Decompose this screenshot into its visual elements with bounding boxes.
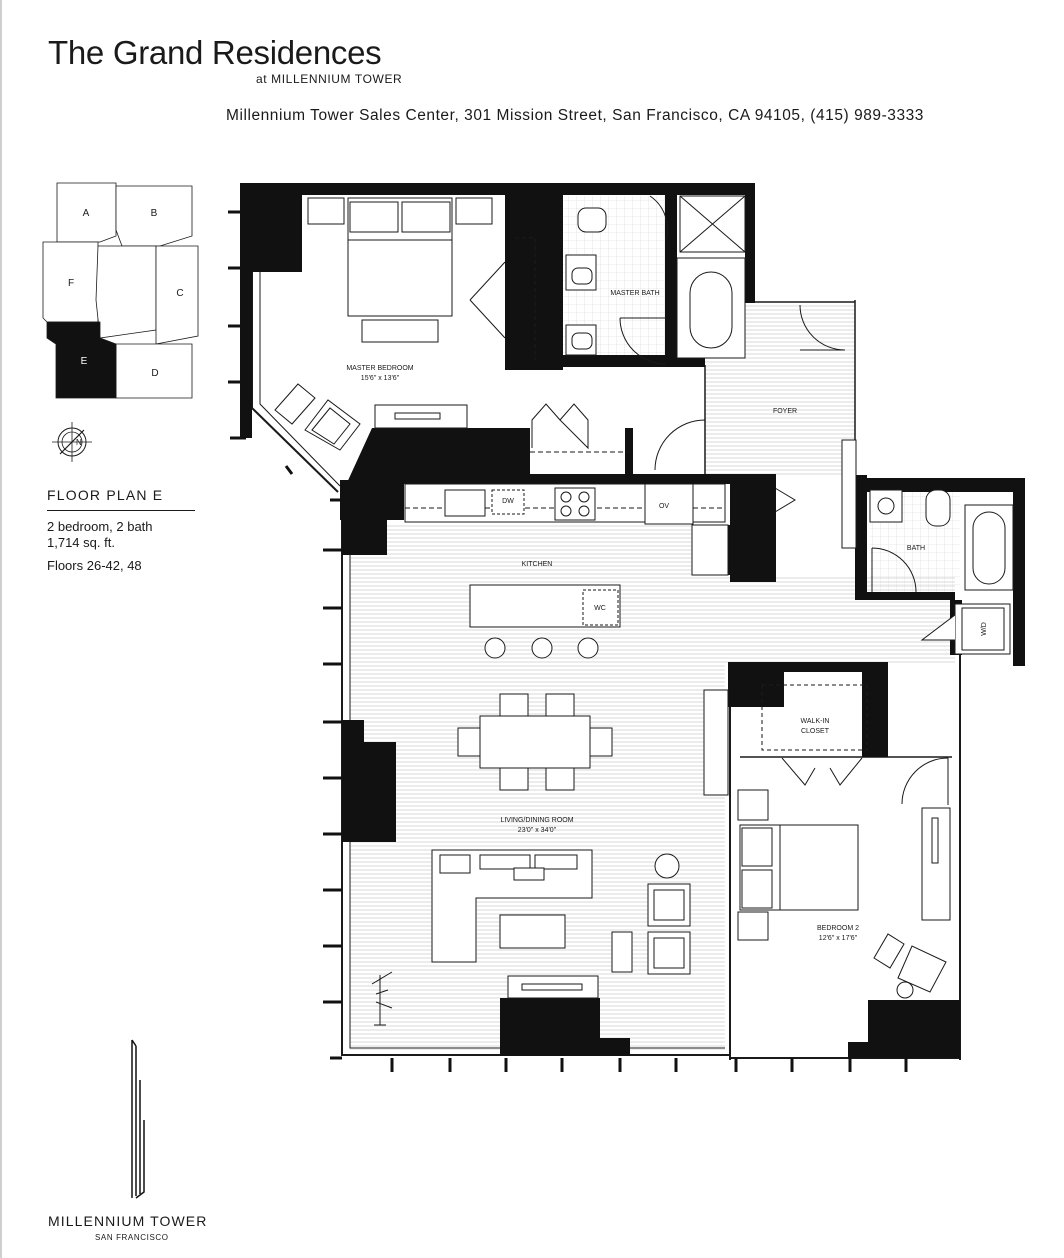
label-bath: BATH (907, 545, 925, 552)
key-plan (42, 182, 199, 399)
label-kitchen: KITCHEN (522, 561, 553, 568)
page-left-rule (0, 0, 2, 1258)
label-master-bath: MASTER BATH (610, 290, 659, 297)
brand-title: The Grand Residences (48, 34, 382, 71)
room-labels: MASTER BEDROOM 15'6" x 13'6" MASTER BATH… (346, 290, 988, 942)
label-refrigerator: REF (703, 548, 717, 555)
wine-cooler (582, 589, 619, 626)
sales-center-address: Millennium Tower Sales Center, 301 Missi… (226, 107, 924, 124)
bedroom2-furniture (737, 684, 951, 999)
key-label-a: A (83, 208, 90, 219)
floors-available: Floors 26-42, 48 (47, 558, 142, 573)
key-label-f: F (68, 278, 74, 289)
bath-tub-icon (972, 511, 1006, 585)
label-master-bedroom: MASTER BEDROOM (346, 365, 413, 372)
footer-tower-name: MILLENNIUM TOWER (48, 1213, 208, 1229)
key-unit-e (46, 321, 117, 399)
label-washer-dryer: W/D (981, 622, 988, 636)
label-living-dining-size: 23'0" x 34'0" (518, 827, 557, 834)
label-foyer: FOYER (773, 408, 797, 415)
master-tub-icon (689, 271, 733, 349)
refrigerator (691, 524, 729, 576)
kitchen-sink-icon (444, 489, 486, 517)
label-dishwasher: DW (502, 498, 514, 505)
foyer-fixtures (530, 304, 857, 549)
label-oven: OV (659, 503, 669, 510)
bath-fixtures (869, 489, 1014, 593)
bath-toilet-icon (925, 489, 951, 527)
key-unit-c (155, 245, 199, 345)
cooktop-icon (554, 487, 596, 521)
key-label-d: D (151, 368, 158, 379)
structural-walls (240, 183, 1025, 1058)
key-unit-a (56, 182, 117, 243)
key-center-core (95, 245, 157, 339)
label-walkin-line2: CLOSET (801, 728, 830, 735)
coffee-table (499, 914, 566, 949)
master-bath-fixtures (565, 195, 746, 365)
label-living-dining: LIVING/DINING ROOM (500, 817, 573, 824)
master-bedroom-furniture (274, 197, 536, 451)
key-label-e: E (81, 356, 88, 367)
label-bedroom2-size: 12'6" x 17'6" (819, 935, 858, 942)
dishwasher (491, 489, 525, 515)
living-furniture (371, 689, 729, 1026)
window-mullions (228, 210, 908, 1072)
dining-table (479, 715, 591, 769)
label-master-bedroom-size: 15'6" x 13'6" (361, 375, 400, 382)
label-walkin-line1: WALK-IN (801, 718, 830, 725)
millennium-tower-logo-icon (131, 1039, 145, 1199)
label-bedroom2: BEDROOM 2 (817, 925, 859, 932)
footer-tower-location: SAN FRANCISCO (95, 1233, 169, 1242)
key-label-c: C (176, 288, 183, 299)
kitchen-fixtures (404, 483, 1011, 659)
square-footage: 1,714 sq. ft. (47, 535, 115, 550)
plan-title: FLOOR PLAN E (47, 487, 164, 503)
plan-title-rule (47, 510, 195, 511)
label-wine-cooler: WC (594, 605, 606, 612)
beds-baths: 2 bedroom, 2 bath (47, 519, 153, 534)
sectional-sofa (431, 849, 593, 963)
compass-north-label: N (76, 438, 82, 447)
oven (644, 483, 694, 525)
master-toilet-icon (577, 207, 607, 233)
key-label-b: B (151, 208, 158, 219)
brand-subtitle: at MILLENNIUM TOWER (256, 72, 403, 86)
compass-icon (52, 422, 92, 462)
